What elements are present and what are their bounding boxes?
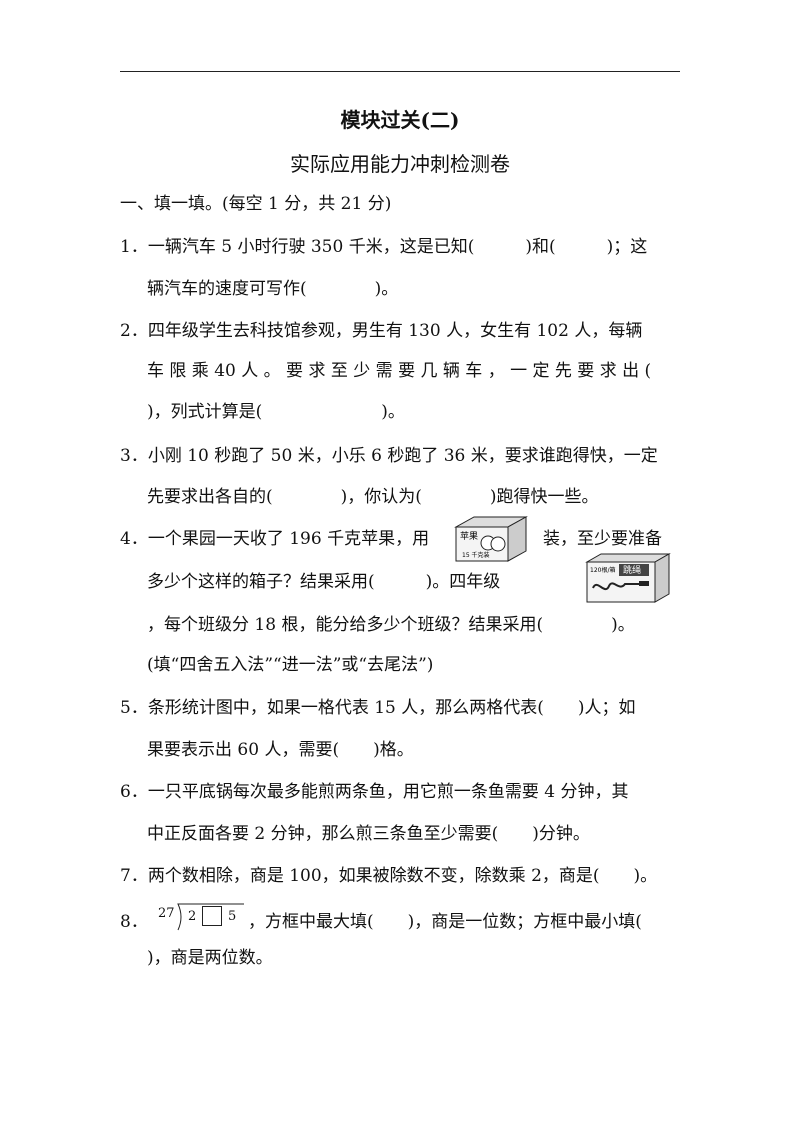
question-4-line-1-right: 装，至少要准备 (543, 529, 662, 549)
section-heading: 一、填一填。(每空 1 分，共 21 分) (120, 194, 392, 214)
question-5-line-2: 果要表示出 60 人，需要( )格。 (147, 740, 414, 760)
division-bracket (177, 903, 244, 931)
question-3-line-1: 3．小刚 10 秒跑了 50 米，小乐 6 秒跑了 36 米，要求谁跑得快，一定 (120, 446, 658, 466)
question-2-line-1: 2．四年级学生去科技馆参观，男生有 130 人，女生有 102 人，每辆 (120, 321, 643, 341)
division-blank-box (202, 906, 222, 926)
question-5-line-1: 5．条形统计图中，如果一格代表 15 人，那么两格代表( )人；如 (120, 698, 636, 718)
question-2-line-2: 车 限 乘 40 人 。 要 求 至 少 需 要 几 辆 车 ， 一 定 先 要… (147, 361, 652, 381)
question-2-line-3: )，列式计算是( )。 (147, 402, 405, 422)
apple-box-illustration: 苹果 15 千克装 (454, 516, 528, 562)
page-subtitle: 实际应用能力冲刺检测卷 (290, 152, 510, 176)
question-4-line-2: 多少个这样的箱子？结果采用( )。四年级 (147, 572, 501, 592)
long-division-figure: 27 2 5 (158, 900, 248, 932)
question-4-line-3: ，每个班级分 18 根，能分给多少个班级？结果采用( )。 (147, 615, 635, 635)
division-divisor: 27 (158, 906, 175, 921)
apple-box-weight: 15 千克装 (462, 551, 490, 559)
question-8-number: 8． (120, 912, 148, 932)
question-7: 7．两个数相除，商是 100，如果被除数不变，除数乘 2，商是( )。 (120, 866, 658, 886)
question-4-line-4: (填“四舍五入法”“进一法”或“去尾法”) (147, 655, 434, 675)
question-3-line-2: 先要求出各自的( )，你认为( )跑得快一些。 (147, 487, 599, 507)
division-dividend-right: 5 (228, 909, 237, 924)
jump-rope-box-label: 跳绳 (623, 564, 641, 576)
question-6-line-2: 中正反面各要 2 分钟，那么煎三条鱼至少需要( )分钟。 (147, 824, 590, 844)
division-dividend-left: 2 (188, 909, 197, 924)
question-1-line-1: 1．一辆汽车 5 小时行驶 350 千米，这是已知( )和( )；这 (120, 237, 648, 257)
header-rule (120, 71, 680, 72)
page-title: 模块过关(二) (340, 108, 460, 132)
question-1-line-2: 辆汽车的速度可写作( )。 (147, 279, 399, 299)
jump-rope-box-count: 120根/箱 (590, 566, 615, 574)
jump-rope-box-image: 120根/箱 跳绳 (585, 552, 671, 604)
question-8-line-1: ，方框中最大填( )，商是一位数；方框中最小填( (248, 912, 642, 932)
question-8-line-2: )，商是两位数。 (147, 948, 273, 968)
question-6-line-1: 6．一只平底锅每次最多能煎两条鱼，用它煎一条鱼需要 4 分钟，其 (120, 782, 629, 802)
jump-rope-box-illustration: 120根/箱 跳绳 (585, 553, 671, 603)
apple-box-image: 苹果 15 千克装 (452, 513, 530, 565)
question-4-line-1-left: 4．一个果园一天收了 196 千克苹果，用 (120, 529, 430, 549)
apple-box-label: 苹果 (460, 530, 478, 542)
